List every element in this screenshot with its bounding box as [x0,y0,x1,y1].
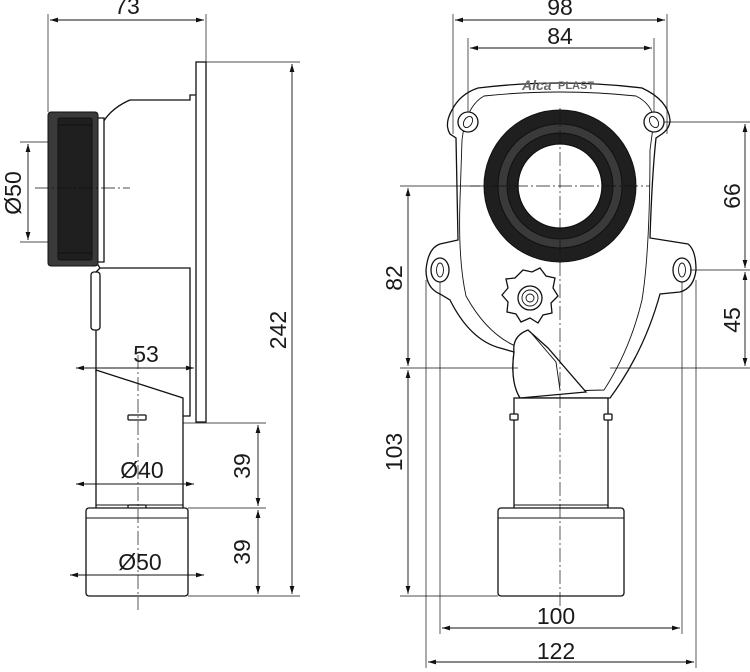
brand-logo-main: Alca [521,77,552,93]
dim-side-39-lower: 39 [229,539,255,565]
front-outlet-socket [497,507,625,597]
mounting-hole-mid-right [672,257,692,283]
mounting-hole-top-right [643,111,665,133]
dim-front-82: 82 [381,265,407,291]
dim-front-84: 84 [547,23,573,49]
side-view: 73 Ø50 242 53 Ø40 Ø50 39 39 [0,0,300,610]
dim-side-outlet-diameter-outer: Ø50 [118,549,161,575]
dim-front-66: 66 [719,183,745,209]
dim-front-98: 98 [547,0,573,20]
side-mounting-plate [195,61,207,423]
mounting-hole-top-left [457,111,479,133]
dim-side-inlet-diameter: Ø50 [0,171,26,214]
dim-front-103: 103 [381,433,407,471]
dim-side-242: 242 [265,311,291,349]
dim-front-100: 100 [537,603,575,629]
dim-front-122: 122 [537,638,575,664]
front-outlet-pipe [513,397,609,511]
dim-side-53: 53 [133,341,159,367]
mounting-hole-mid-left [430,257,450,283]
side-knob [90,271,101,331]
front-siphon-flap [512,329,588,399]
brand-logo-sub: PLAST [558,80,594,92]
dim-side-39-upper: 39 [229,453,255,479]
dim-side-outlet-diameter-inner: Ø40 [120,457,163,483]
front-body-inner [459,91,655,393]
front-cleaning-knob [501,267,559,324]
dim-side-73: 73 [114,0,140,19]
dim-front-45: 45 [719,307,745,333]
side-inlet-seal-inner [57,117,93,261]
side-outlet-mark [127,414,147,421]
front-view: Alca PLAST [381,0,750,668]
